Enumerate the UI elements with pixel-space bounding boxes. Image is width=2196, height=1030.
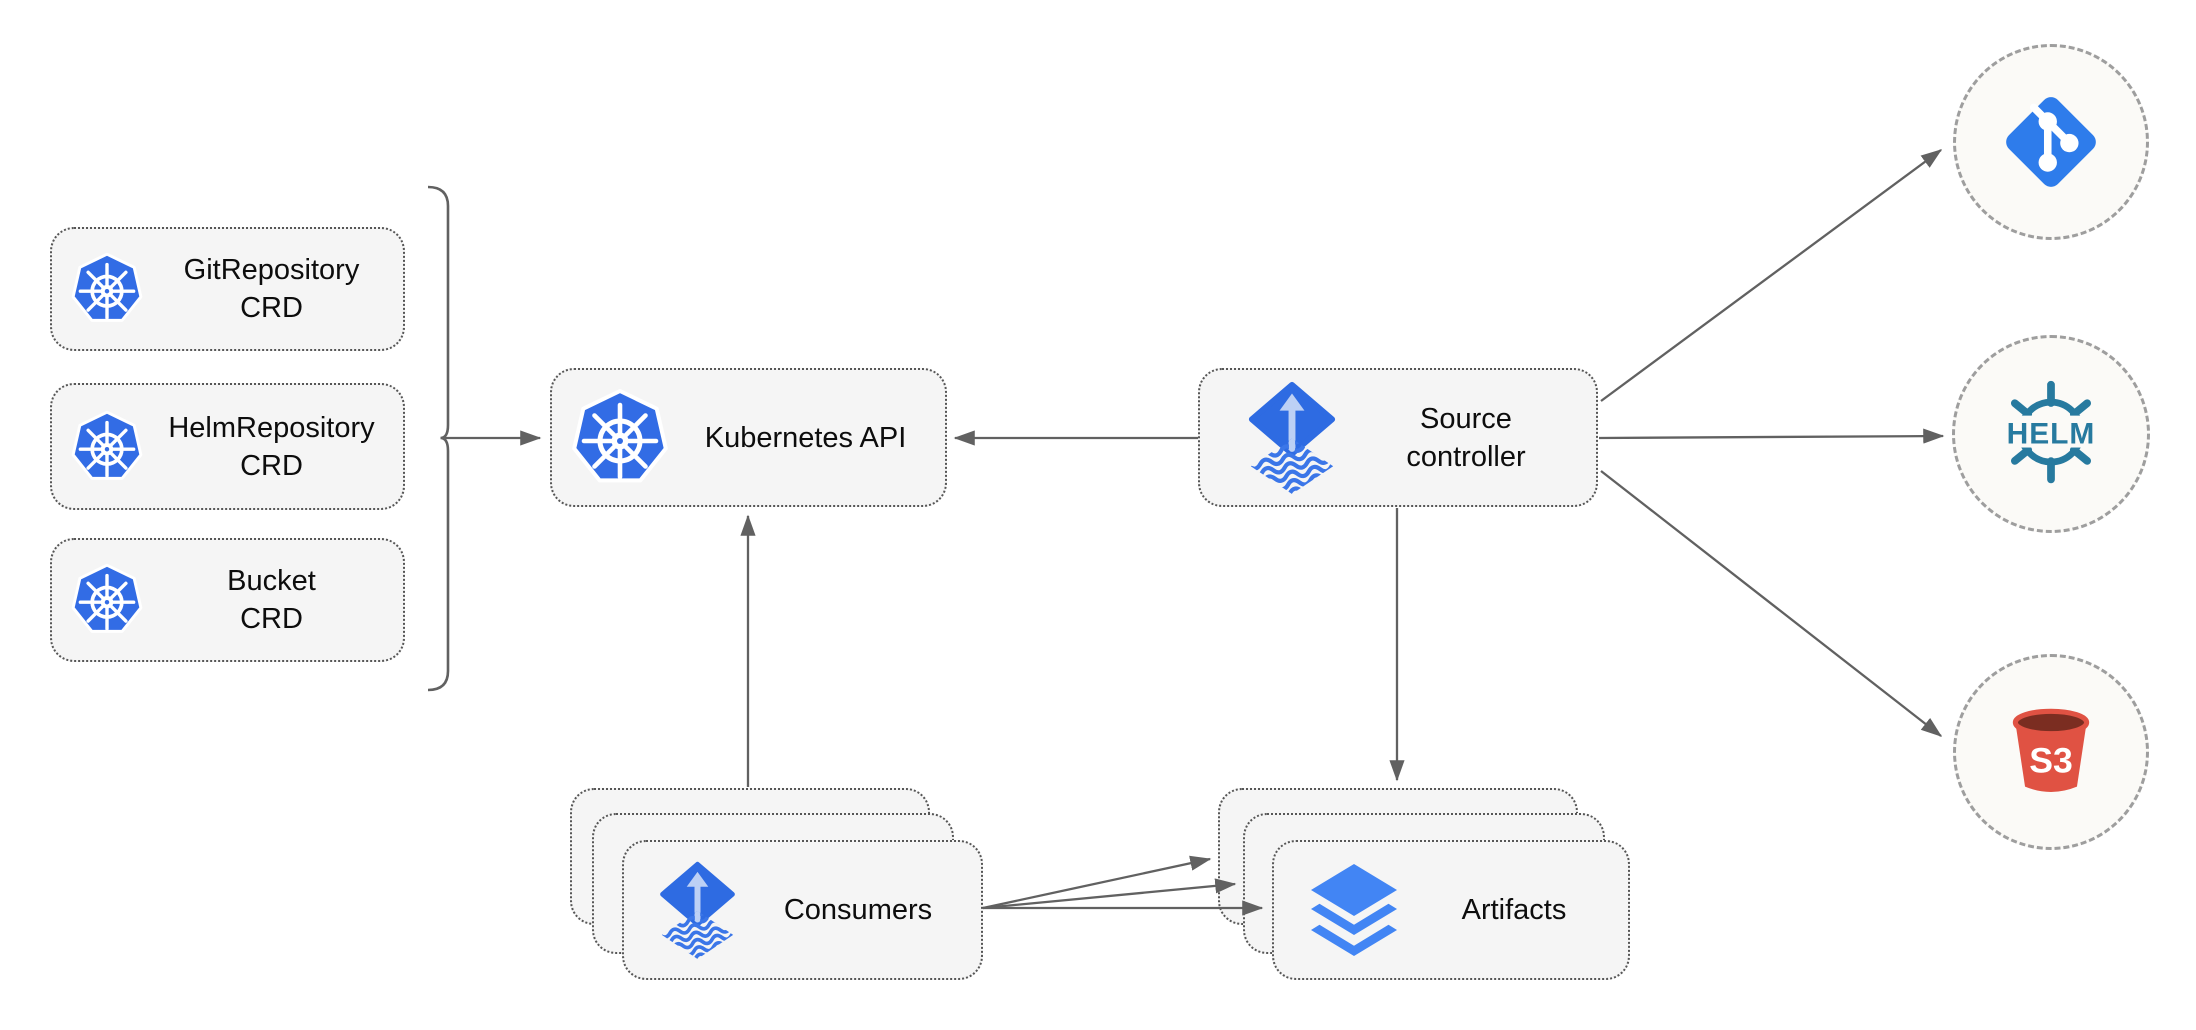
label-line1: Source <box>1420 402 1512 435</box>
node-git-endpoint <box>1953 44 2149 240</box>
edge-consumers-to-artifacts-2 <box>982 878 1237 910</box>
kubernetes-icon <box>70 410 144 484</box>
label-line2: controller <box>1406 440 1526 473</box>
node-helmrepository-crd: HelmRepository CRD <box>50 383 405 510</box>
node-bucket-crd: Bucket CRD <box>50 538 405 662</box>
flux-icon <box>656 861 739 959</box>
node-label: Source controller <box>1354 400 1578 476</box>
node-kubernetes-api: Kubernetes API <box>550 368 947 507</box>
node-label: Kubernetes API <box>684 419 927 457</box>
helm-icon: HELM <box>1988 380 2114 484</box>
node-source-controller: Source controller <box>1198 368 1598 507</box>
label-text: Consumers <box>783 894 933 926</box>
node-gitrepository-crd: GitRepository CRD <box>50 227 405 351</box>
edge-source-to-git <box>1600 149 1943 402</box>
s3-wordmark: S3 <box>2029 740 2073 780</box>
node-label: Consumers <box>753 891 963 929</box>
label-line2: CRD <box>240 603 303 635</box>
label-text: Kubernetes API <box>704 421 907 454</box>
node-helm-endpoint: HELM <box>1952 335 2150 533</box>
node-s3-endpoint: S3 <box>1953 654 2149 850</box>
helm-wordmark: HELM <box>2007 418 2096 451</box>
node-artifacts: Artifacts <box>1272 840 1630 980</box>
label-line2: CRD <box>240 292 303 324</box>
git-icon <box>1997 88 2105 196</box>
node-label: HelmRepository CRD <box>158 409 385 485</box>
node-label: Artifacts <box>1418 891 1610 929</box>
kubernetes-icon <box>70 252 144 326</box>
edge-consumers-to-artifacts-1 <box>982 855 1212 910</box>
label-line1: Bucket <box>227 565 316 597</box>
kubernetes-icon <box>70 563 144 637</box>
label-line1: GitRepository <box>183 254 360 286</box>
edge-source-to-helm <box>1598 428 1945 444</box>
label-line1: HelmRepository <box>168 411 375 444</box>
node-label: GitRepository CRD <box>158 251 385 327</box>
layers-icon <box>1304 860 1404 960</box>
kubernetes-icon <box>570 388 670 488</box>
label-text: Artifacts <box>1461 894 1567 926</box>
flux-icon <box>1244 381 1340 494</box>
node-label: Bucket CRD <box>158 562 385 638</box>
edge-source-to-s3 <box>1600 470 1943 737</box>
label-line2: CRD <box>240 449 303 482</box>
node-consumers: Consumers <box>622 840 983 980</box>
s3-bucket-icon: S3 <box>2012 708 2090 792</box>
crd-group-bracket <box>427 185 450 692</box>
